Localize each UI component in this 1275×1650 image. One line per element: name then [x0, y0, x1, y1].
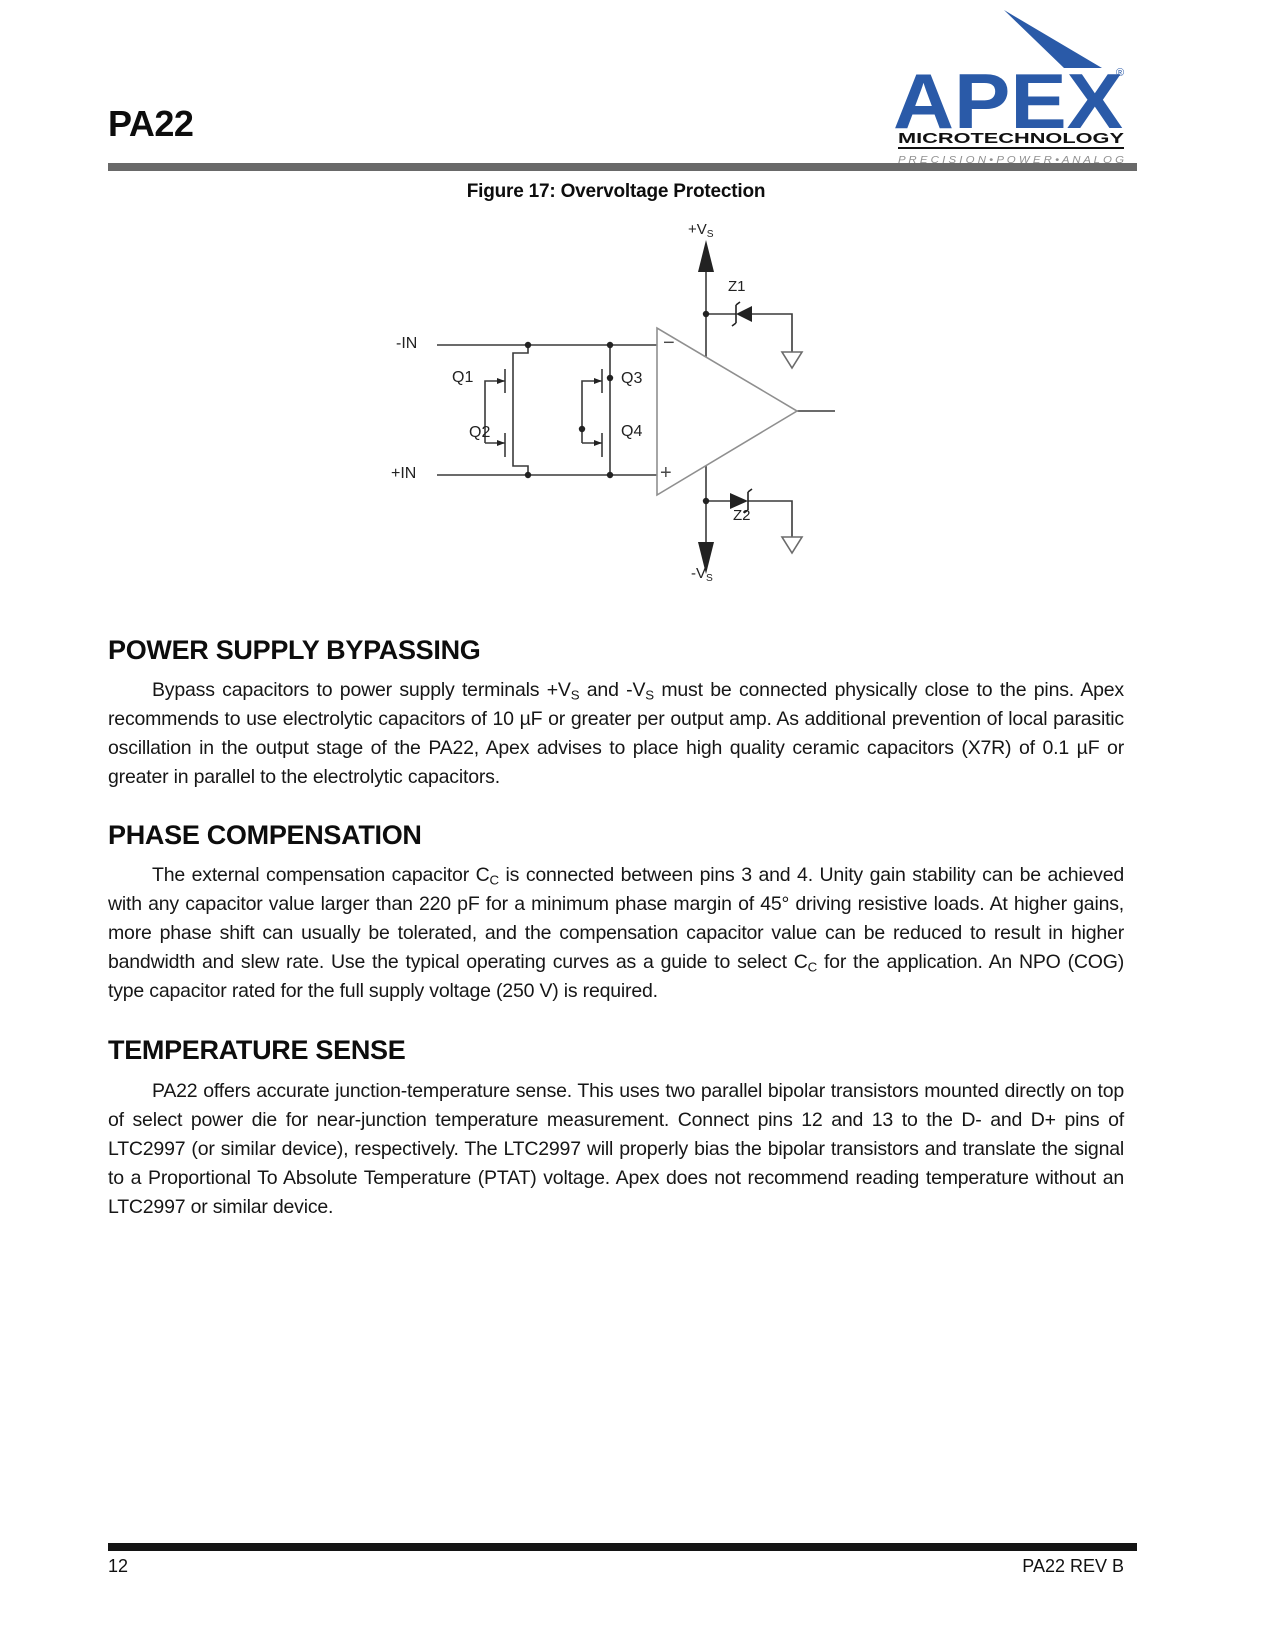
section-heading-power-supply-bypassing: POWER SUPPLY BYPASSING: [108, 635, 481, 665]
paragraph-temperature-sense: PA22 offers accurate junction-temperatur…: [108, 1080, 1124, 1218]
zener-z1: [731, 301, 752, 327]
label-supply-positive: +VS: [688, 221, 714, 240]
section-heading-phase-compensation: PHASE COMPENSATION: [108, 820, 422, 850]
paragraph-phase-compensation: The external compensation capacitor CC i…: [108, 864, 1124, 1002]
supply-arrow-up-icon: [698, 240, 714, 272]
label-input-positive: +IN: [391, 465, 417, 482]
apex-logo: APEX ® MICROTECHNOLOGY P R E C I S I O N…: [893, 10, 1124, 166]
ground-symbol-bottom: [780, 536, 804, 555]
figure-title: Figure 17: Overvoltage Protection: [466, 181, 766, 202]
opamp-minus-sign: −: [663, 332, 675, 354]
mosfet-q3: [594, 378, 602, 384]
footer-revision: PA22 REV B: [1022, 1556, 1124, 1576]
mosfet-q4: [594, 440, 602, 446]
registered-trademark-icon: ®: [1116, 67, 1124, 79]
logo-brand-text: APEX: [893, 57, 1123, 145]
mosfet-gate-arrows: [497, 378, 602, 446]
mosfet-q2: [497, 440, 505, 446]
label-q3: Q3: [621, 370, 643, 387]
logo-divider: [898, 147, 1124, 149]
logo-subtitle: MICROTECHNOLOGY: [898, 131, 1124, 147]
junction-dots: [524, 310, 710, 505]
paragraph-power-supply-bypassing: Bypass capacitors to power supply termin…: [108, 679, 1124, 788]
footer-rule: [108, 1543, 1137, 1551]
label-supply-negative: -VS: [691, 565, 713, 584]
label-input-negative: -IN: [396, 335, 418, 352]
opamp-triangle: [656, 326, 799, 497]
header-rule: [108, 163, 1137, 171]
overvoltage-protection-circuit: [437, 240, 835, 574]
page-title: PA22: [108, 103, 194, 144]
section-heading-temperature-sense: TEMPERATURE SENSE: [108, 1035, 406, 1065]
footer-page-number: 12: [108, 1556, 129, 1576]
circuit-wires: [437, 272, 835, 542]
ground-symbol-top: [780, 351, 804, 370]
zener-z2: [730, 488, 753, 514]
mosfet-q1: [497, 378, 505, 384]
label-q2: Q2: [469, 424, 491, 441]
label-q4: Q4: [621, 423, 643, 440]
label-q1: Q1: [452, 369, 474, 386]
label-zener-z1: Z1: [728, 278, 746, 295]
label-zener-z2: Z2: [733, 507, 751, 524]
supply-arrow-down-icon: [698, 542, 714, 574]
logo-swoosh-icon: [1004, 10, 1102, 68]
opamp-plus-sign: +: [660, 462, 672, 484]
